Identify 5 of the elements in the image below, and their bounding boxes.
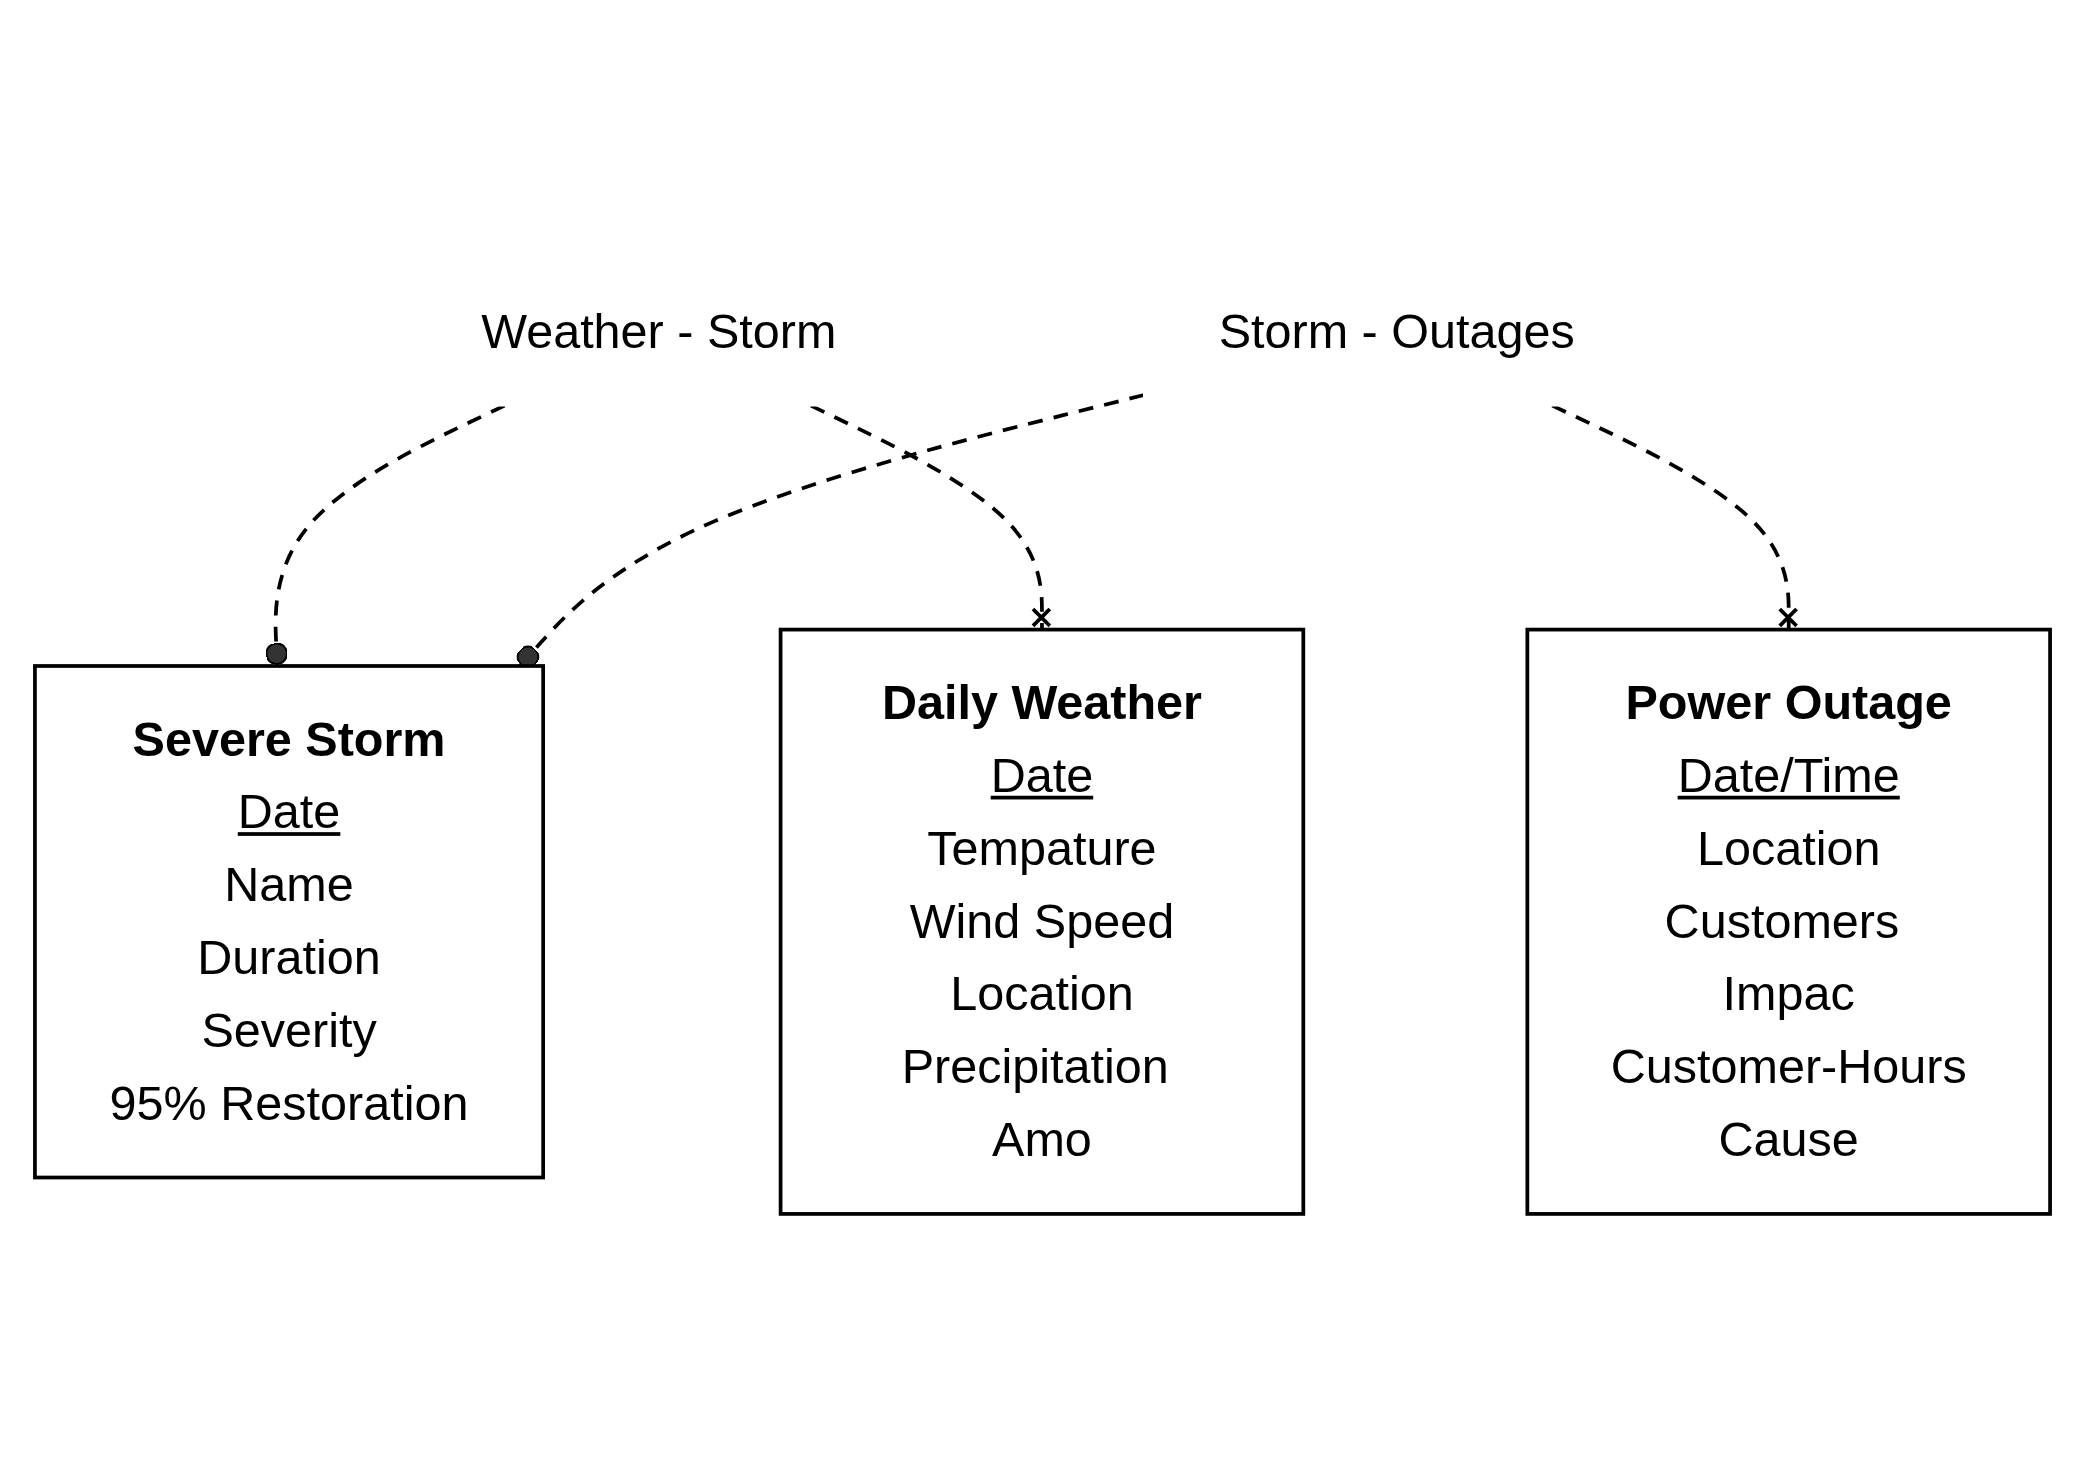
node-text: Weather - Storm [481, 302, 837, 359]
node-box: Severe Storm Date Name Duration Severity 95% Restoration [33, 664, 546, 1180]
node-box: Power Outage Date/Time Location Customers Impac Customer-Hours Cause [1525, 627, 2052, 1216]
node-box: Daily Weather Date Tempature Wind Speed Location Precipitation Amo [778, 627, 1306, 1216]
node-text: Storm - Outages [1218, 302, 1575, 359]
